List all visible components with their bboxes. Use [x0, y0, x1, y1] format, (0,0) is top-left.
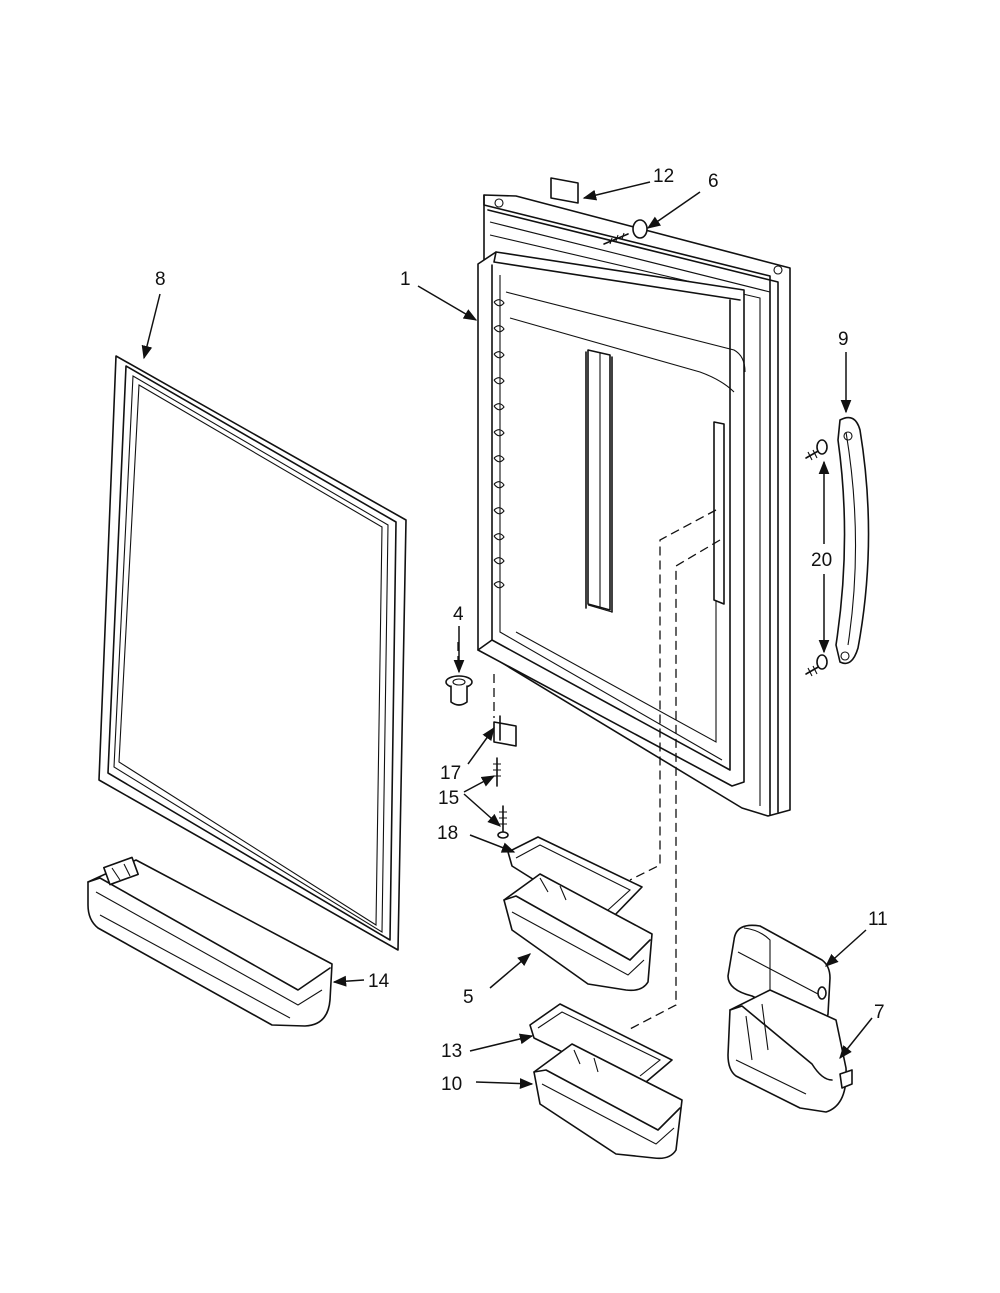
label-part-20: 20 [811, 550, 832, 571]
part-6-screw [603, 219, 648, 245]
part-12-label [550, 177, 579, 204]
label-part-12: 12 [653, 166, 674, 187]
label-part-8: 8 [155, 269, 166, 290]
part-1-door-assembly [477, 194, 791, 817]
part-17-hinge-pin [493, 715, 517, 747]
label-part-9: 9 [838, 329, 849, 350]
part-20-handle-screws [805, 439, 828, 677]
label-part-7: 7 [874, 1002, 885, 1023]
part-7-dairy-bin [727, 989, 853, 1113]
label-part-18: 18 [437, 823, 458, 844]
label-part-4: 4 [453, 604, 464, 625]
shelf-clip-row [493, 299, 505, 589]
part-10-door-bin [533, 1043, 683, 1160]
part-15-screws [493, 757, 509, 839]
label-part-13: 13 [441, 1041, 462, 1062]
label-part-6: 6 [708, 171, 719, 192]
label-part-15: 15 [438, 788, 459, 809]
part-9-handle [835, 416, 870, 665]
label-part-5: 5 [463, 987, 474, 1008]
leader-arrows [141, 181, 873, 1089]
label-part-14: 14 [368, 971, 390, 992]
label-part-17: 17 [440, 763, 461, 784]
part-14-bottom-bin [87, 856, 333, 1027]
part-5-door-bin [503, 873, 653, 992]
part-8-gasket-frame [98, 355, 407, 951]
label-part-1: 1 [400, 269, 411, 290]
part-4-bushing [445, 675, 473, 706]
label-part-11: 11 [868, 909, 888, 930]
label-part-10: 10 [441, 1074, 462, 1095]
part-11-dairy-door [727, 924, 831, 1026]
callout-labels: 8 1 12 6 9 20 4 17 15 18 5 13 10 14 11 7 [155, 166, 888, 1095]
